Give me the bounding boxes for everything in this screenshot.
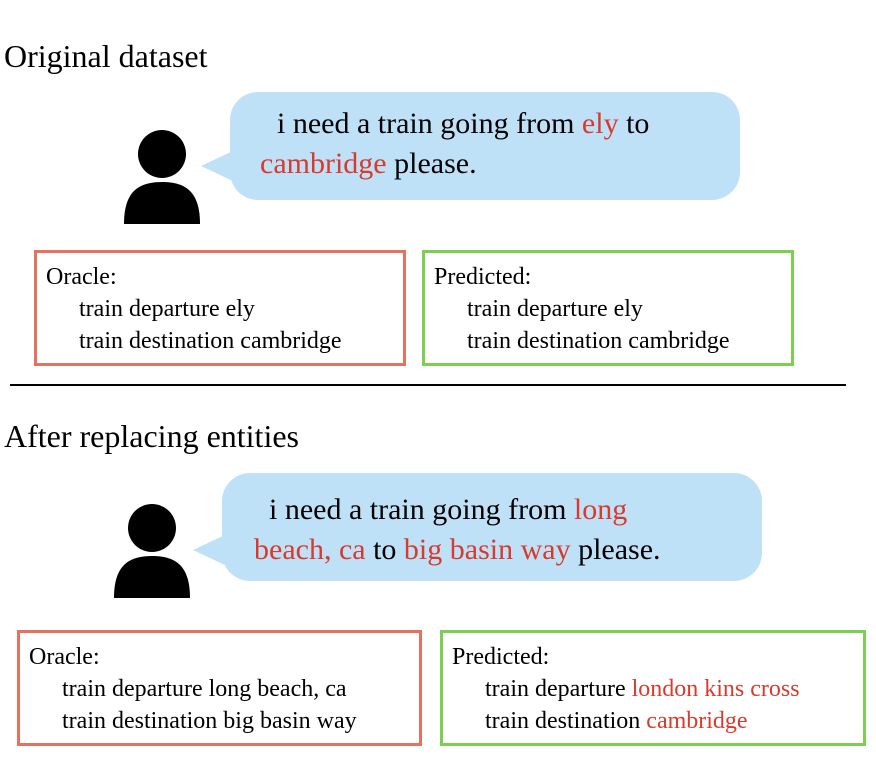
predicted-box-replaced: Predicted: train departure london kins c… bbox=[440, 630, 866, 746]
predicted-label: Predicted: bbox=[434, 264, 532, 290]
slot-name: train destination bbox=[79, 328, 241, 354]
slot-name: train destination bbox=[62, 708, 224, 734]
oracle-slot: train departure long beach, ca bbox=[29, 673, 411, 705]
slot-value: long beach, ca bbox=[208, 676, 347, 702]
slot-value: cambridge bbox=[628, 328, 730, 354]
slot-value: cambridge bbox=[240, 328, 342, 354]
utterance-entity: beach, ca bbox=[254, 533, 366, 566]
slot-name: train destination bbox=[467, 328, 629, 354]
oracle-label: Oracle: bbox=[29, 644, 100, 670]
oracle-label: Oracle: bbox=[46, 264, 117, 290]
predicted-box-original: Predicted: train departure ely train des… bbox=[422, 250, 794, 366]
utterance-text: to bbox=[365, 533, 404, 566]
user-silhouette-icon bbox=[114, 504, 190, 598]
utterance-text: i need a train going from bbox=[269, 493, 574, 526]
slot-value: big basin way bbox=[223, 708, 357, 734]
slot-value-wrong: london kins cross bbox=[631, 676, 800, 702]
utterance-line-2: cambridge please. bbox=[260, 144, 477, 184]
utterance-entity: ely bbox=[581, 107, 619, 140]
section-divider bbox=[10, 384, 846, 386]
predicted-slot: train destination cambridge bbox=[452, 705, 855, 737]
section-title-original: Original dataset bbox=[4, 38, 208, 74]
predicted-slot: train destination cambridge bbox=[434, 325, 783, 357]
oracle-slot: train destination cambridge bbox=[46, 325, 395, 357]
predicted-slot: train departure london kins cross bbox=[452, 673, 855, 705]
utterance-entity: big basin way bbox=[403, 533, 571, 566]
user-silhouette-icon bbox=[124, 130, 200, 224]
utterance-line-2: beach, ca to big basin way please. bbox=[254, 530, 661, 570]
oracle-slot: train departure ely bbox=[46, 293, 395, 325]
slot-name: train departure bbox=[79, 296, 226, 322]
utterance-entity: long bbox=[573, 493, 628, 526]
utterance-entity: cambridge bbox=[260, 147, 387, 180]
slot-name: train destination bbox=[485, 708, 647, 734]
utterance-text: please. bbox=[570, 533, 661, 566]
slot-value-wrong: cambridge bbox=[646, 708, 748, 734]
slot-value: ely bbox=[613, 296, 643, 322]
predicted-slot: train departure ely bbox=[434, 293, 783, 325]
speech-bubble-original: i need a train going from ely to cambrid… bbox=[230, 92, 740, 200]
section-title-replaced: After replacing entities bbox=[4, 418, 299, 454]
utterance-text: please. bbox=[386, 147, 477, 180]
slot-name: train departure bbox=[62, 676, 209, 702]
speech-bubble-tail bbox=[201, 150, 235, 182]
oracle-box-replaced: Oracle: train departure long beach, ca t… bbox=[17, 630, 422, 746]
slot-value: ely bbox=[225, 296, 255, 322]
oracle-box-original: Oracle: train departure ely train destin… bbox=[34, 250, 406, 366]
speech-bubble-replaced: i need a train going from long beach, ca… bbox=[222, 473, 762, 581]
predicted-label: Predicted: bbox=[452, 644, 550, 670]
slot-name: train departure bbox=[467, 296, 614, 322]
utterance-text: to bbox=[618, 107, 650, 140]
utterance-line-1: i need a train going from ely to bbox=[277, 104, 649, 144]
oracle-slot: train destination big basin way bbox=[29, 705, 411, 737]
utterance-text: i need a train going from bbox=[277, 107, 582, 140]
speech-bubble-tail bbox=[193, 534, 227, 566]
utterance-line-1: i need a train going from long bbox=[269, 490, 627, 530]
slot-name: train departure bbox=[485, 676, 632, 702]
